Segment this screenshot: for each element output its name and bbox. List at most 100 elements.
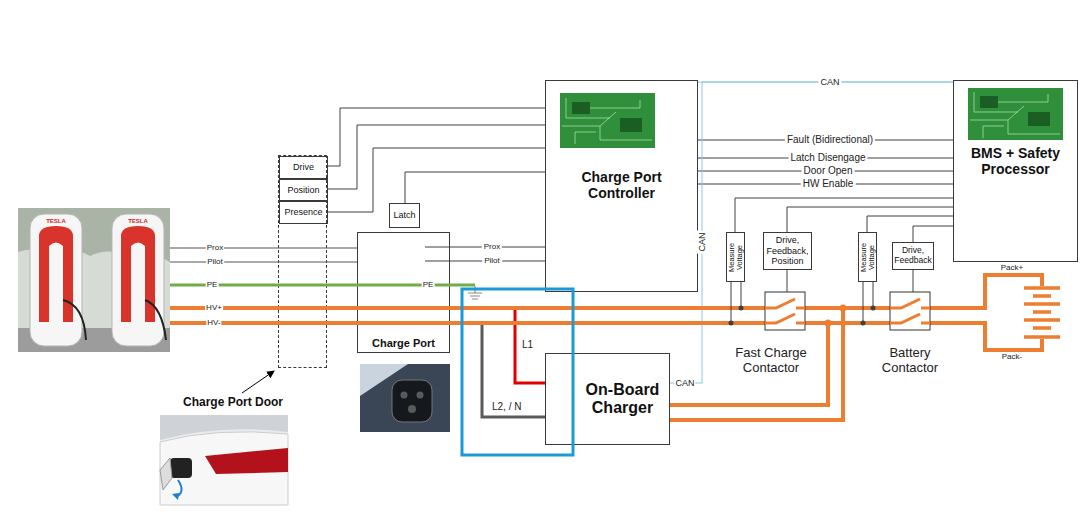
signal-wire xyxy=(328,148,545,212)
latch-box: Latch xyxy=(389,203,420,228)
signal-wire xyxy=(425,247,450,248)
battery-symbol xyxy=(1024,288,1060,337)
signal-label: Latch Disengage xyxy=(788,152,867,164)
supercharger-photo xyxy=(39,226,73,322)
hv-wire xyxy=(670,323,828,405)
sense-wire xyxy=(787,270,913,292)
signal-wire xyxy=(450,323,545,417)
pin-name: HV- xyxy=(206,318,221,327)
signal-label: CAN xyxy=(697,230,707,253)
node-label: Measure Voltage xyxy=(860,234,876,280)
pin-name: PE xyxy=(422,280,435,289)
terminal-name: Pack- xyxy=(1001,352,1023,361)
circuit-board xyxy=(620,118,642,132)
car-photo xyxy=(160,432,288,505)
highlight-frame xyxy=(462,289,573,455)
node-label: Latch xyxy=(393,210,415,220)
car-photo xyxy=(172,493,179,500)
charge-port-photo xyxy=(408,405,416,413)
sense-wire xyxy=(739,306,744,311)
pin-name: PE xyxy=(206,280,219,289)
battery-symbol xyxy=(1024,288,1060,337)
signal-box: Drive xyxy=(279,156,328,179)
node-label: Charge Port xyxy=(358,337,449,350)
supercharger-photo xyxy=(30,214,82,346)
circuit-board xyxy=(970,92,1060,138)
hv-wire xyxy=(825,320,832,327)
signal-label: Door Open xyxy=(802,165,855,177)
contactor-symbol xyxy=(890,314,930,323)
car-photo xyxy=(160,415,288,505)
node-label: BMS + Safety Processor xyxy=(958,145,1073,177)
driver-box: Drive, Feedback, Position xyxy=(763,232,812,270)
signal-label: CAN xyxy=(818,77,841,87)
supercharger-photo xyxy=(18,208,170,352)
part-name: Fast Charge Contactor xyxy=(728,346,814,376)
signal-wire xyxy=(913,226,953,242)
circuit-board xyxy=(560,93,655,148)
pin-name: Prox xyxy=(206,243,224,252)
circuit-board xyxy=(980,96,998,108)
signal-label: Fault (Bidirectional) xyxy=(785,134,875,146)
contactor-symbol xyxy=(890,292,930,330)
supercharger-photo xyxy=(145,300,166,340)
sense-box: Measure Voltage xyxy=(726,232,745,282)
node-label: Drive, Feedback, Position xyxy=(764,235,811,266)
bus-name: CAN xyxy=(674,378,695,388)
circuit-board xyxy=(968,88,1063,140)
node-label: Drive, Feedback xyxy=(893,246,933,266)
node-label: Position xyxy=(287,185,319,195)
charge-port-photo xyxy=(417,392,424,399)
circuit-board xyxy=(560,93,655,148)
contactor-symbol xyxy=(890,292,930,330)
signal-wire xyxy=(787,207,953,232)
supercharger-photo xyxy=(63,300,86,340)
signal-wire xyxy=(735,198,953,232)
car-photo xyxy=(170,458,192,478)
supercharger-photo xyxy=(18,208,170,352)
pin-name: HV+ xyxy=(205,303,223,312)
signal-wire xyxy=(328,125,545,189)
sense-box: Measure Voltage xyxy=(858,232,877,282)
signal-box: Position xyxy=(279,179,328,201)
node-label: On-Board Charger xyxy=(576,381,669,418)
brand-text: TESLA xyxy=(127,218,149,225)
sense-wire xyxy=(871,306,876,311)
node-label: Drive xyxy=(293,162,314,172)
signal-wire xyxy=(670,82,953,383)
node-label: Presence xyxy=(284,207,322,217)
pin-name: Pilot xyxy=(206,257,224,266)
car-photo xyxy=(205,448,288,474)
signal-wire xyxy=(405,172,545,203)
charger-box: On-Board Charger xyxy=(545,353,670,445)
contactor-symbol xyxy=(890,299,930,308)
highlight-frame xyxy=(462,289,573,455)
signal-box: Presence xyxy=(279,201,328,224)
contactor-symbol xyxy=(765,292,805,330)
car-photo xyxy=(160,458,172,490)
terminal-name: Pack+ xyxy=(1000,263,1024,272)
signal-wire xyxy=(450,308,545,383)
charge-port-photo xyxy=(360,364,450,432)
node-label: Charge Port Door xyxy=(183,396,283,410)
driver-box: Drive, Feedback xyxy=(892,242,934,270)
leader-arrow xyxy=(242,371,274,393)
sense-wire xyxy=(729,270,914,326)
hv-wire xyxy=(840,305,847,312)
signal-wire xyxy=(170,248,357,249)
charge-port-photo xyxy=(360,364,450,432)
charge-port-photo xyxy=(401,392,408,399)
signal-wire xyxy=(867,216,953,232)
signal-wire xyxy=(170,262,357,263)
signal-label: L2, / N xyxy=(490,401,523,413)
node-label: Charge Port Controller xyxy=(565,169,678,201)
signal-label: L1 xyxy=(520,339,535,351)
circuit-board xyxy=(1028,112,1050,126)
contactor-symbol xyxy=(765,292,805,330)
sense-wire xyxy=(729,321,734,326)
brand-text: TESLA xyxy=(45,218,67,225)
signal-wire xyxy=(425,261,450,262)
hv-wire xyxy=(670,308,843,420)
signal-wire xyxy=(328,108,545,166)
